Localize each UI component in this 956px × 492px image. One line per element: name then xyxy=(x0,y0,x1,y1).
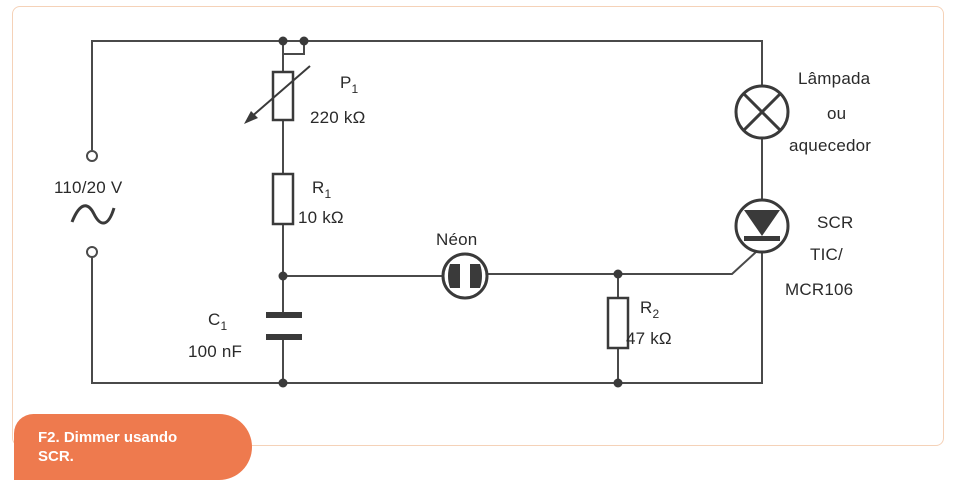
r2-name-label: R2 xyxy=(640,298,659,321)
p1-name-label: P1 xyxy=(340,73,359,96)
junction-dot xyxy=(278,271,288,281)
caption-badge xyxy=(14,414,252,480)
p1-arrowhead-icon xyxy=(244,111,258,124)
lamp-label-line1: Lâmpada xyxy=(798,69,871,88)
top-rail-wire xyxy=(91,40,763,150)
potentiometer-p1 xyxy=(244,65,311,124)
caption-line1: F2. Dimmer usando xyxy=(38,429,178,446)
scr-label-line2: TIC/ xyxy=(810,245,843,264)
c1-plate-top xyxy=(266,312,302,318)
figure-caption: F2. Dimmer usando SCR. xyxy=(38,428,238,466)
scr-triangle-icon xyxy=(744,210,780,236)
junction-dot xyxy=(299,36,309,46)
source-voltage-label: 110/20 V xyxy=(54,178,123,197)
caption-line2: SCR. xyxy=(38,448,74,465)
scr-label-line3: MCR106 xyxy=(785,280,853,299)
neon-electrode-left xyxy=(448,264,460,288)
ac-source xyxy=(70,150,116,258)
scr-symbol xyxy=(734,198,790,254)
bottom-rail-wire xyxy=(91,250,763,384)
resistor-r2 xyxy=(606,296,630,350)
ac-sine-icon xyxy=(70,204,116,225)
terminal-icon xyxy=(86,246,98,258)
junction-dot xyxy=(613,378,623,388)
neon-electrode-right xyxy=(470,264,482,288)
r2-value-label: 47 kΩ xyxy=(626,329,672,348)
junction-dot xyxy=(278,378,288,388)
junctions xyxy=(278,36,623,388)
lamp-label-line2: ou xyxy=(827,104,846,123)
c1-plate-bottom xyxy=(266,334,302,340)
lamp-symbol xyxy=(734,84,790,140)
wires xyxy=(91,40,763,384)
r1-value-label: 10 kΩ xyxy=(298,208,344,227)
p1-arrow-line xyxy=(249,65,311,119)
resistor-r1 xyxy=(271,172,295,226)
scr-label-line1: SCR xyxy=(817,213,854,232)
c1-value-label: 100 nF xyxy=(188,342,242,361)
neon-label: Néon xyxy=(436,230,477,249)
lamp-label-line3: aquecedor xyxy=(789,136,871,155)
neon-to-gate-wire xyxy=(488,251,757,275)
c1-name-label: C1 xyxy=(208,310,227,333)
scr-bar xyxy=(744,236,780,241)
junction-dot xyxy=(613,269,623,279)
lamp-cross-icon xyxy=(742,92,782,132)
neon-lamp xyxy=(441,252,489,300)
capacitor-c1 xyxy=(266,312,302,340)
r1-name-label: R1 xyxy=(312,178,331,201)
junction-dot xyxy=(278,36,288,46)
terminal-icon xyxy=(86,150,98,162)
p1-value-label: 220 kΩ xyxy=(310,108,366,127)
